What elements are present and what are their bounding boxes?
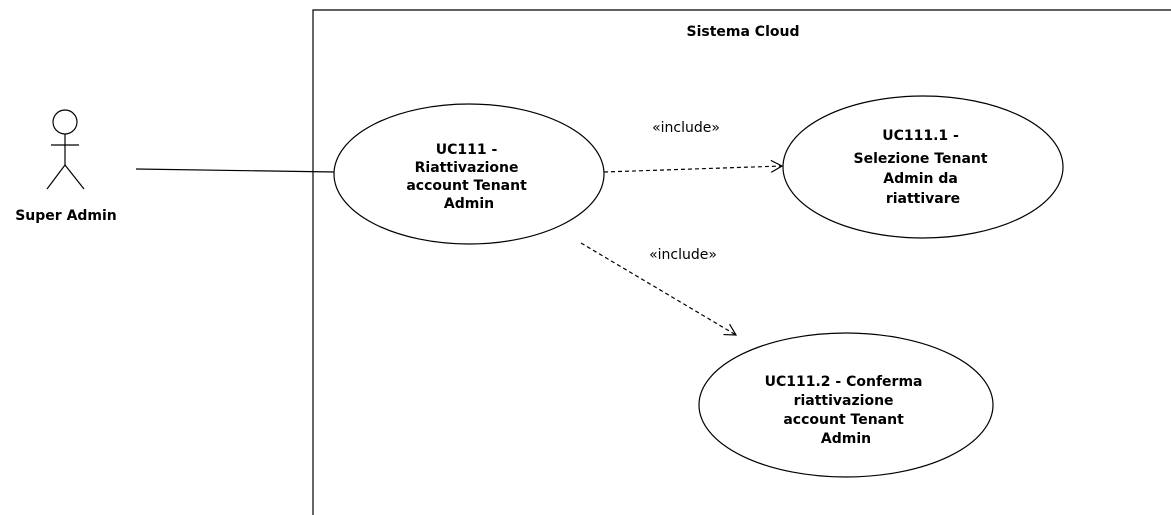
- uc111-2-line-4: Admin: [821, 431, 871, 447]
- include-arrow-2: [580, 242, 738, 336]
- include-label-1: «include»: [652, 120, 720, 136]
- uc111-line-2: Riattivazione: [415, 160, 519, 176]
- include-relation-confirm: «include»: [580, 242, 738, 336]
- use-case-uc111-1-label: UC111.1 - Selezione Tenant Admin da riat…: [854, 128, 993, 207]
- actor-super-admin[interactable]: Super Admin: [15, 109, 117, 224]
- uc111-line-4: Admin: [444, 196, 494, 212]
- system-title: Sistema Cloud: [687, 24, 800, 40]
- stick-figure-icon: [46, 109, 85, 190]
- uc111-line-3: account Tenant: [406, 178, 527, 194]
- use-case-uc111-ellipse: [333, 103, 605, 245]
- association-line: [135, 168, 336, 173]
- uc111-1-line-2: Selezione Tenant: [854, 151, 988, 167]
- use-case-uc111-2-label: UC111.2 - Conferma riattivazione account…: [765, 374, 928, 447]
- uc111-1-line-3: Admin da: [883, 171, 958, 187]
- include-arrow-1: [603, 159, 784, 173]
- use-case-uc111-2-ellipse: [698, 332, 994, 478]
- uc111-line-1: UC111 -: [436, 142, 498, 158]
- use-case-uc111-2[interactable]: UC111.2 - Conferma riattivazione account…: [698, 332, 994, 478]
- use-case-uc111-1[interactable]: UC111.1 - Selezione Tenant Admin da riat…: [782, 95, 1064, 239]
- uc111-2-line-3: account Tenant: [783, 412, 904, 428]
- uc111-1-line-4: riattivare: [886, 191, 960, 207]
- system-boundary-frame: [312, 9, 1171, 515]
- uc111-2-line-2: riattivazione: [794, 393, 894, 409]
- use-case-uc111-label: UC111 - Riattivazione account Tenant Adm…: [406, 142, 531, 212]
- system-boundary: Sistema Cloud: [312, 9, 1171, 515]
- use-case-uc111-1-ellipse: [782, 95, 1064, 239]
- use-case-uc111[interactable]: UC111 - Riattivazione account Tenant Adm…: [333, 103, 605, 245]
- actor-name: Super Admin: [15, 208, 117, 224]
- uc111-2-line-1: UC111.2 - Conferma: [765, 374, 923, 390]
- include-relation-select: «include»: [603, 120, 784, 173]
- include-label-2: «include»: [649, 247, 717, 263]
- uc111-1-line-1: UC111.1 -: [882, 128, 959, 144]
